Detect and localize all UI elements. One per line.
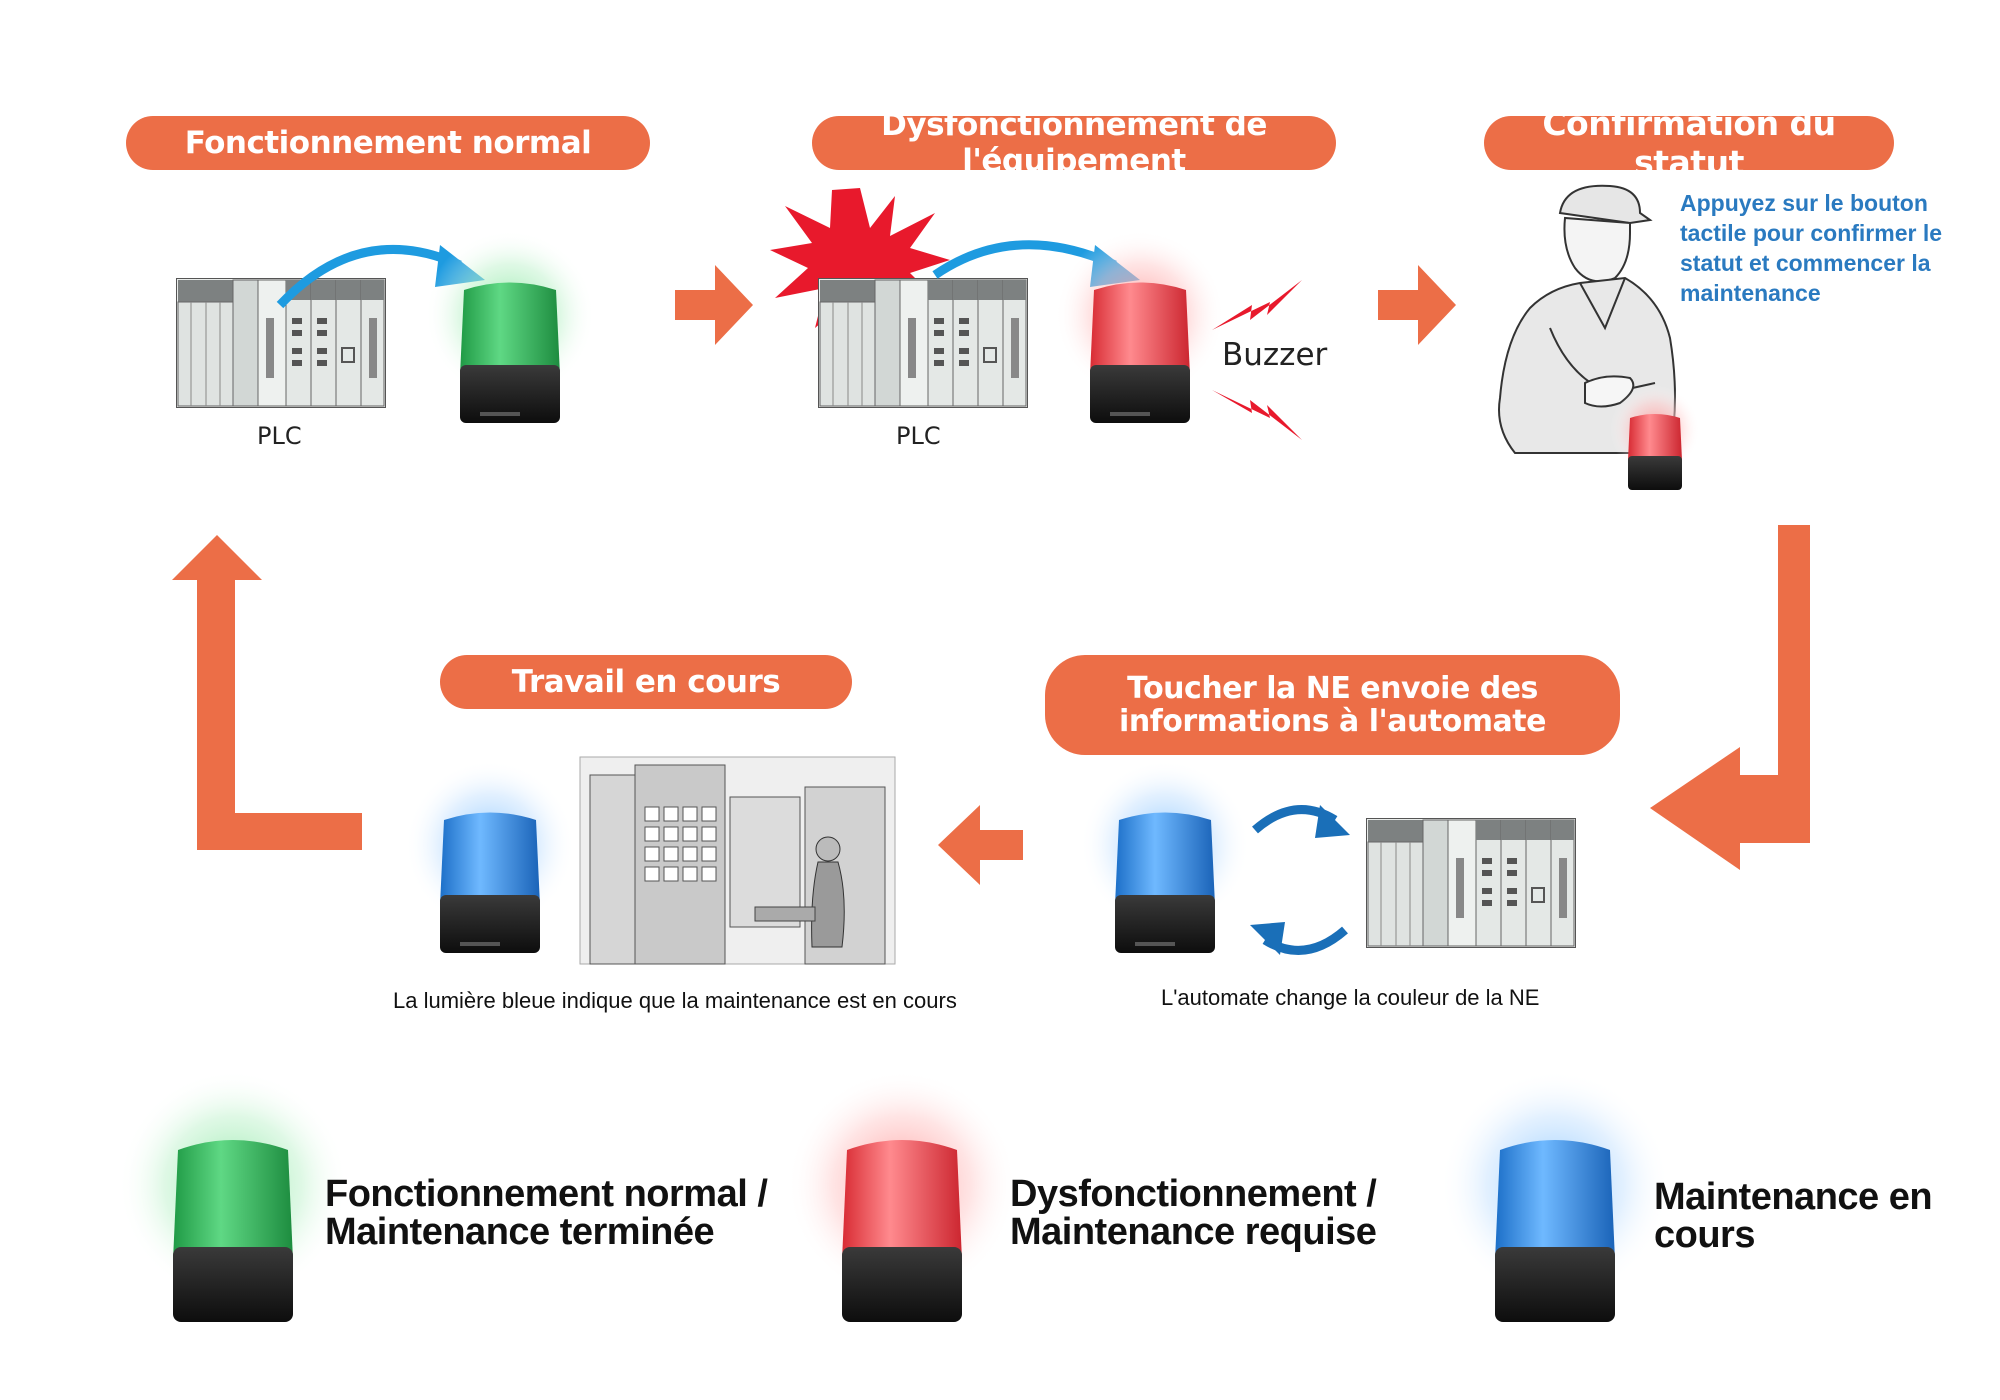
signal-light-icon: [405, 760, 575, 953]
legend-blue-text: Maintenance en cours: [1654, 1178, 2000, 1254]
flow-arrow-icon: [172, 535, 362, 850]
signal-light-icon: [1610, 385, 1700, 490]
flow-arrow-icon: [675, 265, 753, 345]
lightning-icon: [1212, 280, 1302, 330]
step-touch-title: Toucher la NE envoie des informations à …: [1045, 655, 1620, 755]
step-touch-title-line: informations à l'automate: [1119, 704, 1546, 739]
legend-line: Fonctionnement normal /: [325, 1173, 768, 1215]
step-normal-title: Fonctionnement normal: [126, 116, 650, 170]
signal-light-icon: [1055, 230, 1225, 423]
flow-arrow-icon: [938, 805, 1023, 885]
plc-label: PLC: [257, 422, 302, 450]
legend-line: Dysfonctionnement /: [1010, 1173, 1377, 1215]
signal-light-icon: [1440, 1070, 1670, 1322]
lightning-icon: [1212, 390, 1302, 440]
flow-arrow-icon: [1378, 265, 1456, 345]
step-touch-title-line: Toucher la NE envoie des: [1127, 671, 1538, 706]
step-malfunction-title-text: Dysfonctionnement de l'équipement: [881, 107, 1267, 179]
plc-icon: [1366, 818, 1576, 948]
signal-light-icon: [787, 1070, 1017, 1322]
flow-arrow-icon: [1650, 525, 1810, 870]
confirm-note: Appuyez sur le bouton tactile pour confi…: [1680, 188, 1942, 308]
plc-label: PLC: [896, 422, 941, 450]
starburst-icon: [770, 188, 950, 338]
cycle-arrows-icon: [1250, 805, 1350, 955]
touch-caption: L'automate change la couleur de la NE: [1161, 985, 1540, 1010]
legend-line: Maintenance en cours: [1654, 1176, 1933, 1256]
step-malfunction-title: Dysfonctionnement de l'équipement: [812, 107, 1336, 179]
legend-line: Maintenance requise: [1010, 1211, 1377, 1253]
signal-light-icon: [118, 1070, 348, 1322]
legend-red-text: Dysfonctionnement / Maintenance requise: [1010, 1173, 1377, 1253]
confirm-note-line: statut et commencer la: [1680, 250, 1931, 276]
signal-light-icon: [1080, 760, 1250, 953]
step-work-title-text: Travail en cours: [511, 664, 781, 700]
step-confirm-title-text: Confirmation du statut: [1542, 104, 1836, 182]
machine-icon: [579, 756, 896, 965]
step-work-title: Travail en cours: [440, 655, 852, 709]
confirm-note-line: Appuyez sur le bouton: [1680, 190, 1928, 216]
confirm-note-line: maintenance: [1680, 280, 1821, 306]
signal-light-icon: [425, 230, 595, 423]
confirm-note-line: tactile pour confirmer le: [1680, 220, 1943, 246]
work-caption: La lumière bleue indique que la maintena…: [393, 988, 957, 1013]
legend-green-text: Fonctionnement normal / Maintenance term…: [325, 1173, 768, 1253]
step-normal-title-text: Fonctionnement normal: [184, 125, 592, 161]
legend-line: Maintenance terminée: [325, 1211, 715, 1253]
buzzer-label: Buzzer: [1222, 337, 1328, 373]
step-confirm-title: Confirmation du statut: [1484, 104, 1894, 182]
